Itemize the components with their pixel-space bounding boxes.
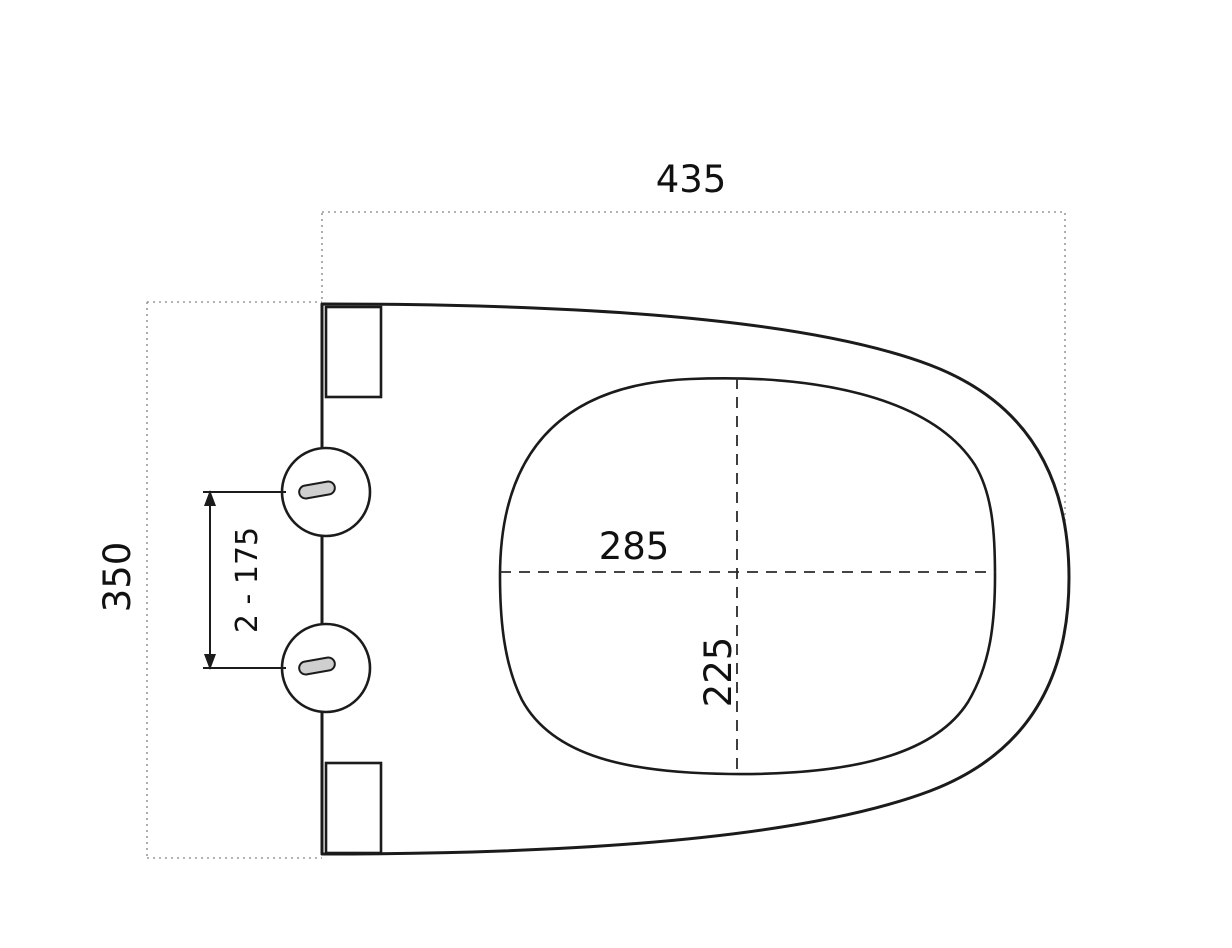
hinge-bracket-bottom bbox=[324, 761, 383, 855]
inner-depth-label: 225 bbox=[697, 637, 740, 708]
arrow-down-icon bbox=[204, 654, 216, 670]
seat-inner-opening bbox=[498, 377, 997, 776]
overall-depth-label: 350 bbox=[96, 542, 139, 613]
hinge-slot-top bbox=[298, 480, 336, 500]
hinge-slot-bottom bbox=[298, 656, 336, 676]
hinge-dimension bbox=[203, 490, 286, 670]
overall-width-label: 435 bbox=[656, 158, 727, 201]
seat-outer-outline bbox=[320, 302, 1071, 856]
dimension-guides bbox=[146, 211, 1066, 859]
inner-width-label: 285 bbox=[599, 525, 670, 568]
hinge-range-label: 2 - 175 bbox=[230, 527, 265, 633]
arrow-up-icon bbox=[204, 490, 216, 506]
hinge-bracket-top bbox=[324, 305, 383, 399]
